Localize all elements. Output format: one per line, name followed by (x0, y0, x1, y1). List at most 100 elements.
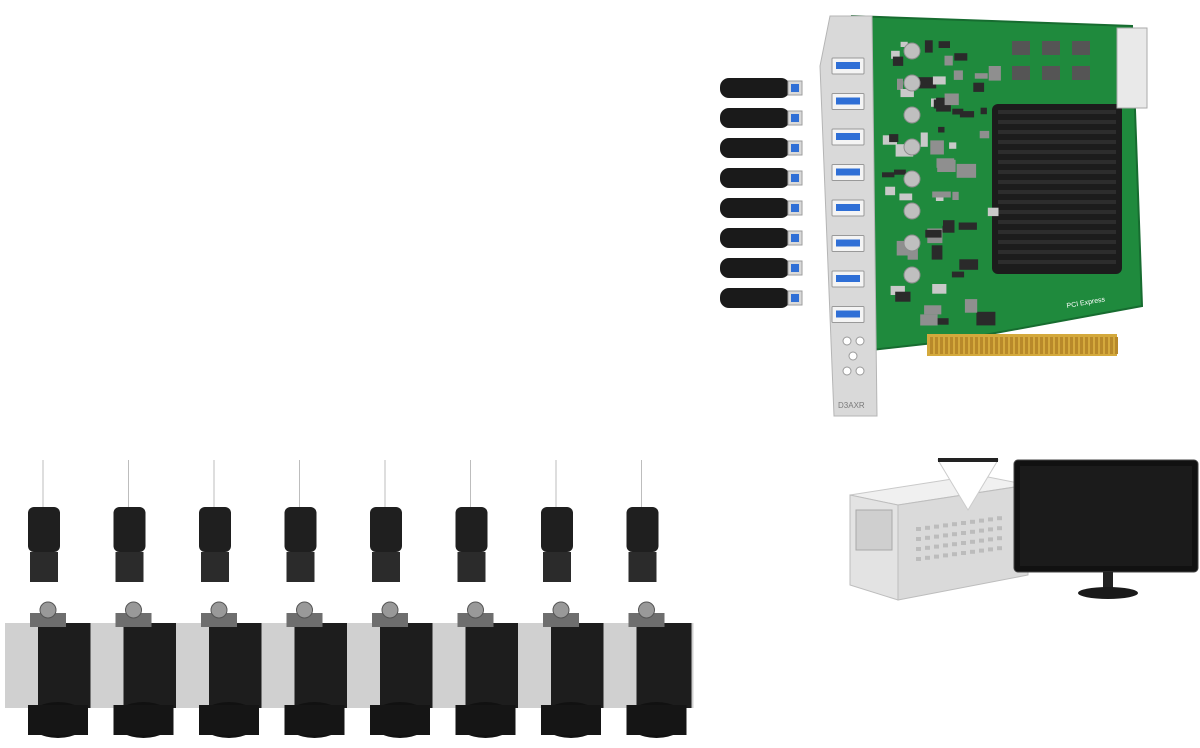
pc-vent-slot (943, 533, 948, 538)
camera-side-plate (294, 623, 350, 708)
camera-plug-end (372, 552, 400, 582)
camera-top-connector (372, 613, 408, 627)
usb-stick-body (720, 228, 790, 248)
camera-port (381, 601, 399, 619)
pcb-component (885, 186, 896, 196)
camera-cable-plug (113, 507, 146, 552)
camera-lens-barrel (199, 705, 259, 735)
heatsink-fin (998, 110, 1116, 114)
camera-port (125, 601, 142, 619)
heatsink (992, 104, 1122, 274)
pcb-component (954, 53, 968, 61)
pc-vent-slot (943, 543, 948, 548)
usb-stick-connector (791, 144, 799, 152)
usb-port-tongue (836, 310, 860, 318)
usb-stick-connector (791, 174, 799, 182)
camera-lens-barrel (284, 705, 345, 735)
camera-cable-plug (370, 507, 402, 552)
usb-stick-connector (791, 234, 799, 242)
camera-port (467, 601, 484, 619)
pcb-component (894, 169, 906, 175)
gold-pin (955, 337, 958, 354)
usb-port-tongue (836, 97, 860, 105)
camera-unit (432, 460, 523, 738)
pc-vent-slot (916, 537, 921, 541)
usb-stick-body (720, 138, 790, 158)
camera-plug-end (543, 552, 571, 582)
usb-port-tongue (836, 275, 860, 282)
pc-vent-slot (952, 522, 957, 527)
pc-vent-slot (979, 528, 984, 533)
gold-pin (1090, 337, 1093, 354)
pcb-component (959, 259, 979, 270)
gold-pin (1040, 337, 1043, 354)
heatsink-fin (998, 190, 1116, 194)
gold-pin (1010, 337, 1013, 354)
gold-pin (1095, 337, 1098, 354)
heatsink-fin (998, 160, 1116, 164)
bracket-vent-hole (848, 351, 858, 361)
pc-vent-slot (988, 517, 993, 522)
gold-pin (950, 337, 953, 354)
camera-plug-end (201, 552, 229, 582)
usb-stick-connector (791, 84, 799, 92)
pcb-component (895, 291, 911, 302)
gold-pin (970, 337, 973, 354)
gold-pin (1025, 337, 1028, 354)
capacitor (903, 42, 921, 60)
camera-plug-end (457, 552, 486, 582)
camera-port (210, 601, 228, 619)
pcb-component (953, 70, 963, 80)
pc-vent-slot (916, 527, 921, 531)
pc-vent-slot (925, 525, 930, 530)
camera-top-connector (286, 613, 323, 627)
pcb-component (959, 111, 975, 118)
usb-stick-body (720, 258, 790, 278)
gold-pin (1105, 337, 1108, 354)
pcb-component (988, 66, 1001, 81)
pc-vent-slot (925, 545, 930, 550)
pc-vent-slot (961, 551, 966, 555)
heatsink-fin (998, 260, 1116, 264)
usb-port-tongue (836, 133, 860, 140)
pc-vent-slot (988, 547, 993, 552)
heatsink-fin (998, 170, 1116, 174)
camera-side-plate (380, 623, 435, 708)
pc-vent-slot (925, 555, 930, 560)
gold-pin (930, 337, 933, 354)
pcb-component (933, 318, 949, 325)
camera-top-connector (457, 613, 494, 627)
pc-vent-slot (925, 535, 930, 540)
gold-pin (975, 337, 978, 354)
pc-vent-slot (916, 557, 921, 561)
pcb-component (944, 93, 959, 106)
heatsink-fin (998, 120, 1116, 124)
pcb-component (900, 41, 908, 47)
gold-pin (1115, 337, 1118, 354)
gold-pin (1045, 337, 1048, 354)
camera-unit (518, 460, 608, 738)
monitor-icon (1013, 459, 1199, 599)
camera-side-plate (551, 623, 606, 708)
pcb-component (938, 126, 945, 133)
camera-cable-plug (626, 507, 659, 552)
pc-vent-slot (934, 544, 939, 549)
usb-stick-body (720, 108, 790, 128)
pcb-component (980, 107, 987, 115)
gold-pin (990, 337, 993, 354)
bracket-label: D3AXR (838, 401, 865, 410)
gold-pin (1015, 337, 1018, 354)
camera-port (638, 601, 655, 619)
inductor (1042, 66, 1060, 80)
pcb-component (943, 220, 955, 233)
camera-unit (176, 460, 266, 738)
pc-vent-slot (979, 548, 984, 553)
inductor (1042, 41, 1060, 55)
pc-vent-slot (970, 519, 975, 524)
camera-lens-barrel (113, 705, 174, 735)
pcb-component (899, 193, 913, 201)
gold-pin (1000, 337, 1003, 354)
camera-lens-barrel (28, 705, 88, 735)
camera-illustrations (5, 460, 694, 738)
camera-unit (603, 460, 694, 738)
